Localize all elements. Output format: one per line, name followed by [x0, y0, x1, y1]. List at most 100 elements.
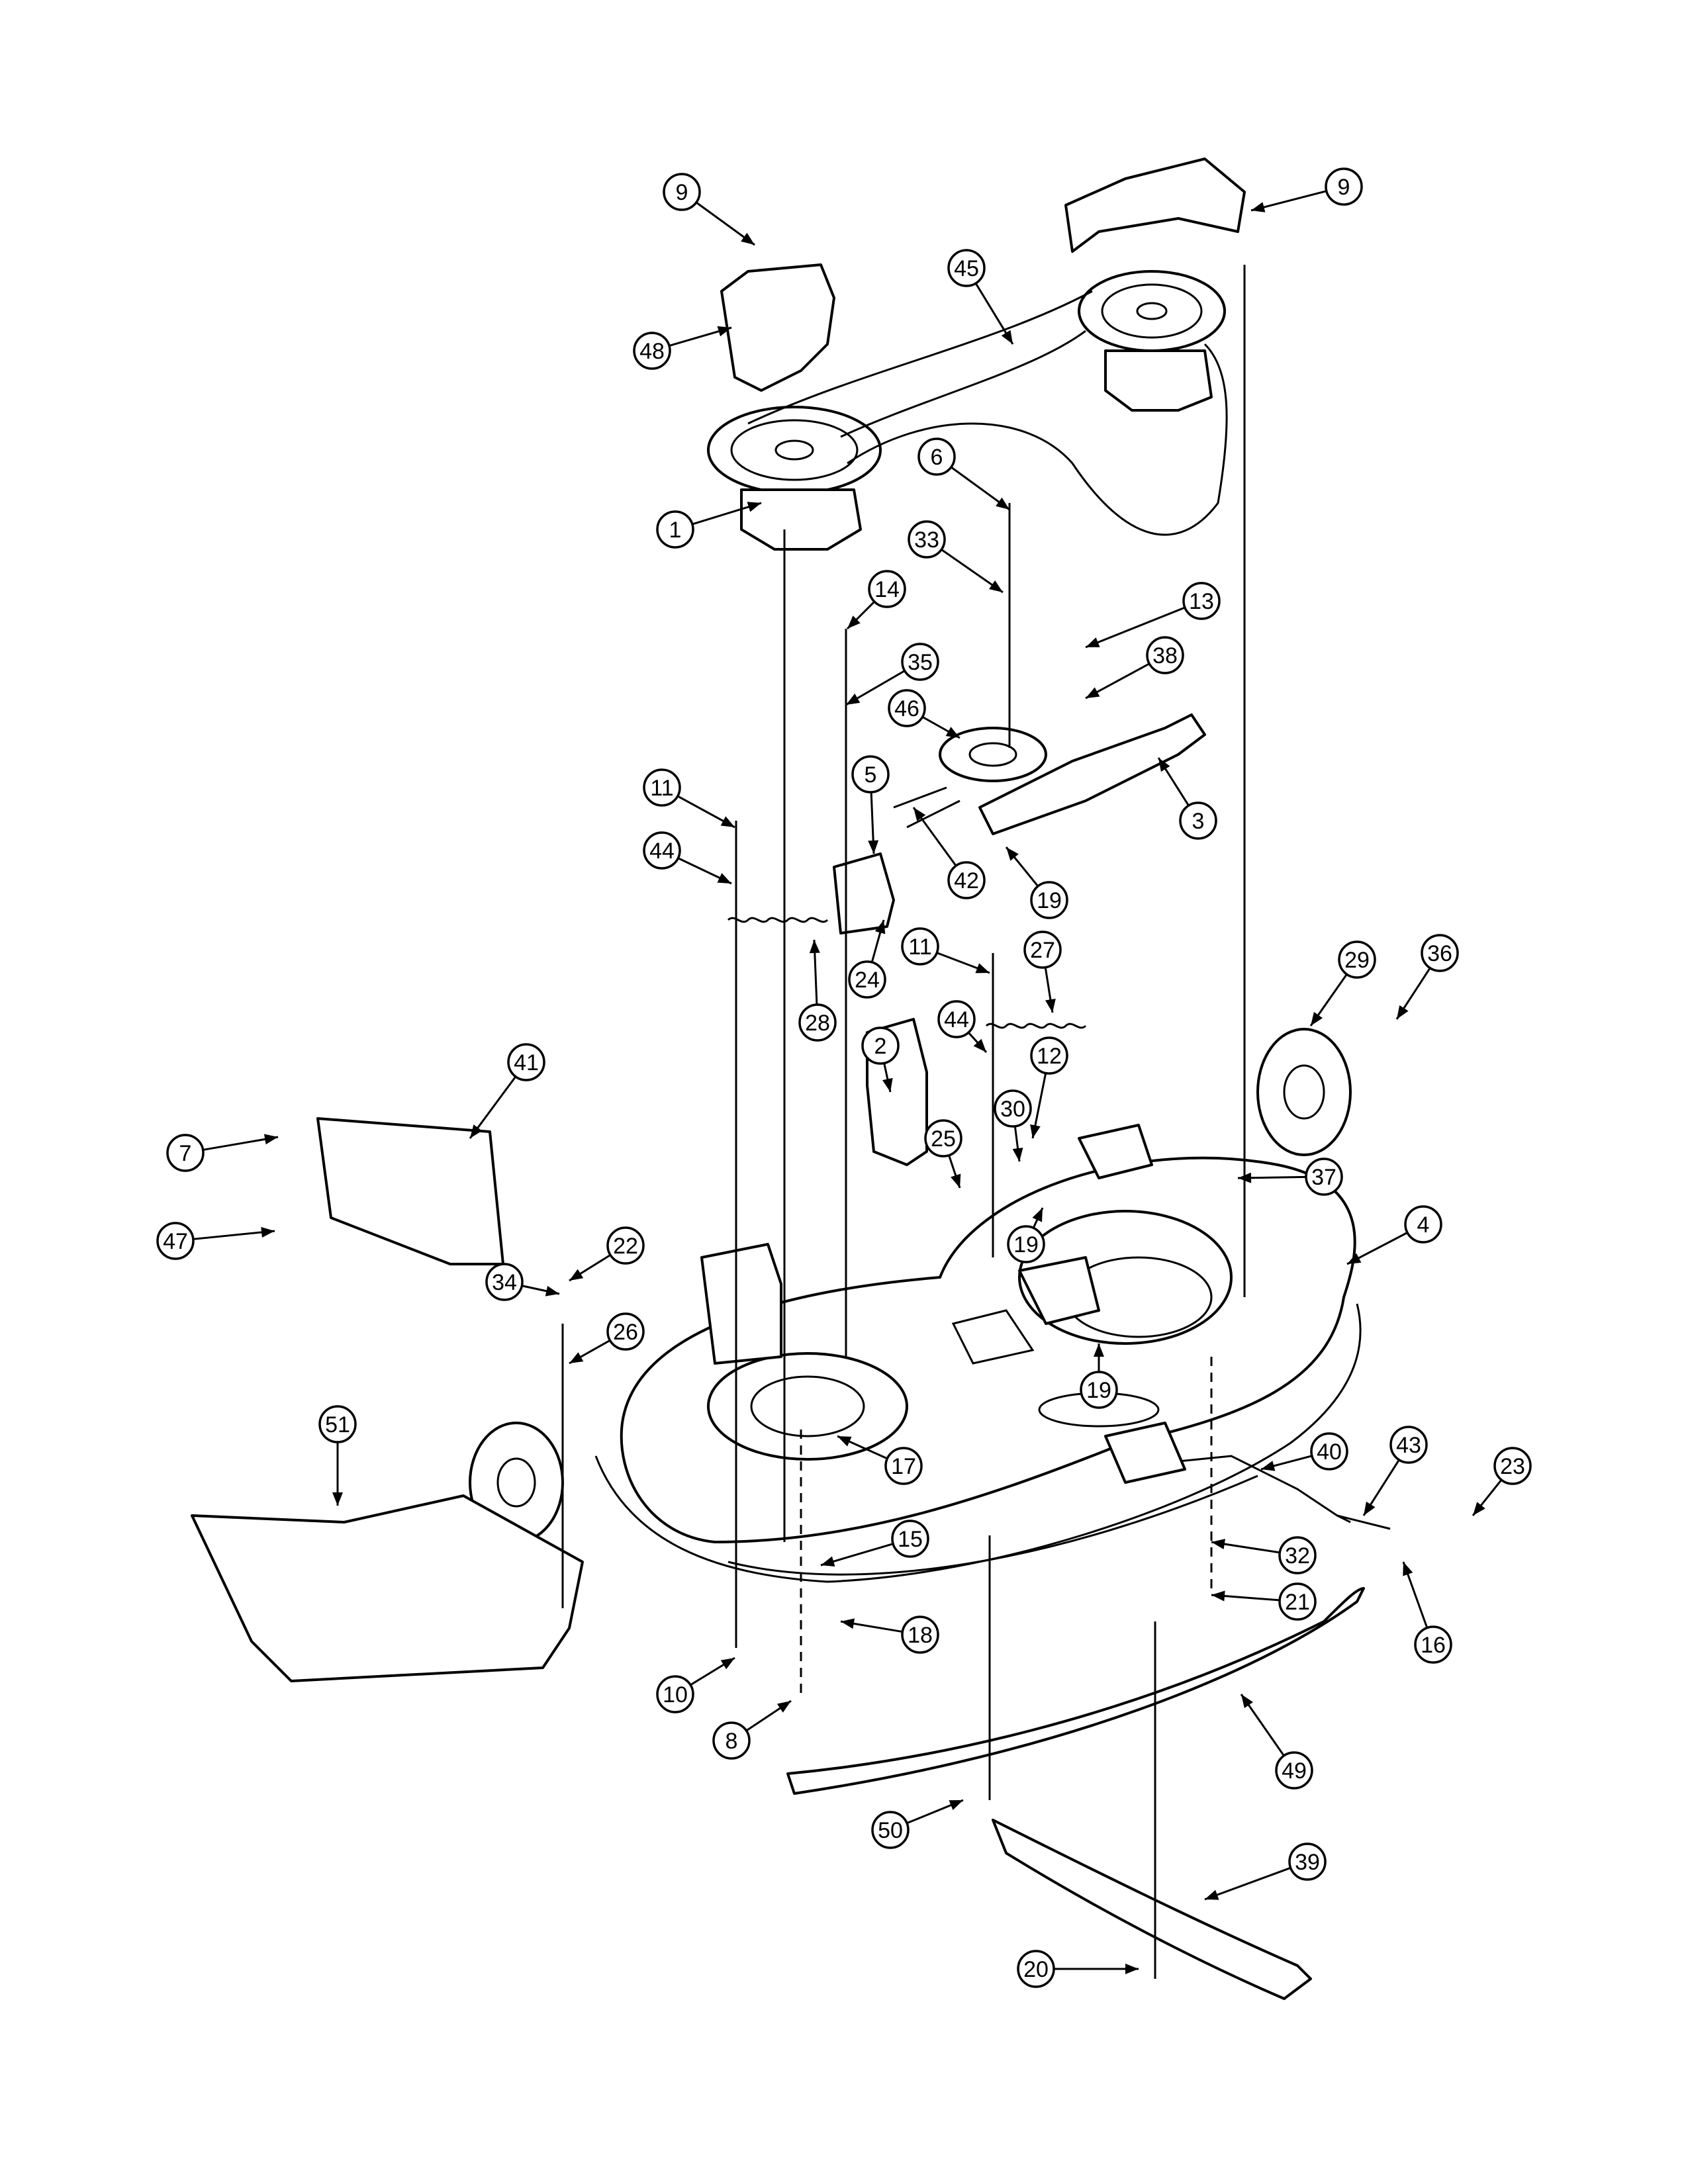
lift-bracket: [1104, 1422, 1186, 1484]
callout-35: 35: [845, 643, 939, 706]
callout-number: 5: [865, 762, 877, 788]
callout-number: 15: [898, 1527, 923, 1552]
callout-number: 48: [639, 339, 665, 364]
callout-arrowhead: [1086, 637, 1100, 647]
callout-arrowhead: [951, 1173, 961, 1188]
left-spindle-hub: [750, 1375, 865, 1437]
callout-circle: [924, 1119, 962, 1158]
callout-number: 19: [1086, 1378, 1111, 1403]
callout-30: 30: [994, 1089, 1032, 1162]
callout-arrowhead: [847, 615, 861, 629]
callout-arrowhead: [1030, 1124, 1041, 1138]
callout-arrowhead: [882, 1077, 893, 1092]
callout-number: 43: [1396, 1433, 1421, 1458]
callout-number: 6: [931, 445, 943, 470]
callout-circle: [633, 332, 671, 370]
callout-17: 17: [837, 1435, 923, 1485]
callout-number: 11: [650, 776, 673, 801]
callout-7: 7: [166, 1134, 279, 1172]
idler-bracket: [978, 713, 1206, 835]
idler-arm: [893, 786, 961, 829]
callout-circle: [1278, 1582, 1317, 1621]
callout-6: 6: [917, 437, 1010, 511]
callout-11: 11: [901, 927, 990, 974]
callout-circle: [1030, 881, 1068, 919]
callout-circle: [606, 1226, 645, 1265]
callout-number: 24: [855, 968, 880, 993]
callout-number: 3: [1192, 809, 1205, 834]
callout-number: 32: [1285, 1543, 1310, 1569]
callout-number: 23: [1500, 1454, 1525, 1479]
callout-number: 39: [1295, 1850, 1320, 1875]
callout-number: 1: [669, 518, 682, 543]
callout-circle: [851, 755, 890, 794]
callout-circle: [1404, 1205, 1442, 1244]
callout-2: 2: [861, 1026, 900, 1093]
callout-circle: [507, 1043, 545, 1081]
callout-37: 37: [1237, 1158, 1343, 1196]
callout-circle: [663, 173, 701, 211]
gauge-wheel-left-hub: [496, 1457, 536, 1508]
callout-45: 45: [947, 249, 1014, 345]
right-pulley-hub: [1136, 302, 1168, 320]
callout-arrowhead: [1347, 1253, 1362, 1264]
right-belt-guard: [1064, 158, 1246, 253]
callout-circle: [901, 1615, 939, 1654]
callout-circle: [156, 1222, 195, 1260]
callout-number: 28: [805, 1011, 830, 1036]
callout-number: 36: [1427, 941, 1452, 966]
callout-circle: [947, 249, 986, 287]
callout-number: 50: [878, 1818, 903, 1843]
callout-circle: [861, 1026, 900, 1065]
callout-38: 38: [1085, 636, 1184, 700]
callout-number: 8: [726, 1729, 738, 1754]
callout-leader: [1085, 606, 1186, 649]
callout-number: 44: [944, 1007, 969, 1032]
callout-circle: [1023, 931, 1062, 969]
callout-number: 38: [1152, 643, 1178, 668]
callout-circle: [166, 1134, 205, 1172]
discharge-chute: [191, 1494, 584, 1682]
callout-circle: [656, 510, 694, 549]
callout-circle: [643, 831, 681, 870]
callout-arrowhead: [776, 1701, 791, 1713]
callout-51: 51: [318, 1405, 357, 1506]
callout-arrowhead: [1094, 1343, 1104, 1357]
callout-arrowhead: [989, 580, 1003, 592]
blade-stiffener: [786, 1587, 1365, 1795]
callout-circle: [1338, 940, 1376, 979]
callout-number: 18: [908, 1623, 933, 1648]
idler-pulley-hub: [968, 742, 1017, 767]
callout-19: 19: [1007, 1207, 1045, 1263]
callout-number: 21: [1285, 1590, 1310, 1615]
callout-9: 9: [1250, 167, 1363, 212]
callout-arrowhead: [1397, 1005, 1409, 1019]
callout-circle: [1030, 1036, 1068, 1075]
callout-arrowhead: [1238, 1172, 1252, 1183]
callout-5: 5: [851, 755, 890, 854]
callout-47: 47: [156, 1222, 275, 1260]
callout-28: 28: [798, 939, 837, 1042]
callout-22: 22: [569, 1226, 645, 1282]
callout-circle: [884, 1447, 923, 1485]
callout-circle: [1325, 167, 1363, 206]
mower-blade: [992, 1819, 1312, 2000]
callout-41: 41: [469, 1043, 545, 1139]
deck-skirt: [594, 1303, 1362, 1583]
lift-rod: [1164, 1455, 1391, 1530]
callout-number: 2: [874, 1034, 887, 1059]
callout-number: 22: [613, 1234, 638, 1259]
callout-46: 46: [888, 689, 961, 739]
callout-29: 29: [1309, 940, 1376, 1026]
callout-number: 12: [1037, 1044, 1062, 1069]
right-pulley: [1078, 270, 1226, 352]
callout-number: 7: [179, 1141, 192, 1166]
callout-arrowhead: [973, 1038, 986, 1052]
callout-9: 9: [663, 173, 755, 246]
spring-28: [727, 917, 829, 923]
callout-arrowhead: [1001, 330, 1013, 344]
callout-50: 50: [871, 1799, 964, 1849]
callout-arrowhead: [1211, 1539, 1225, 1549]
callout-arrowhead: [261, 1227, 275, 1238]
callout-number: 29: [1344, 948, 1370, 973]
